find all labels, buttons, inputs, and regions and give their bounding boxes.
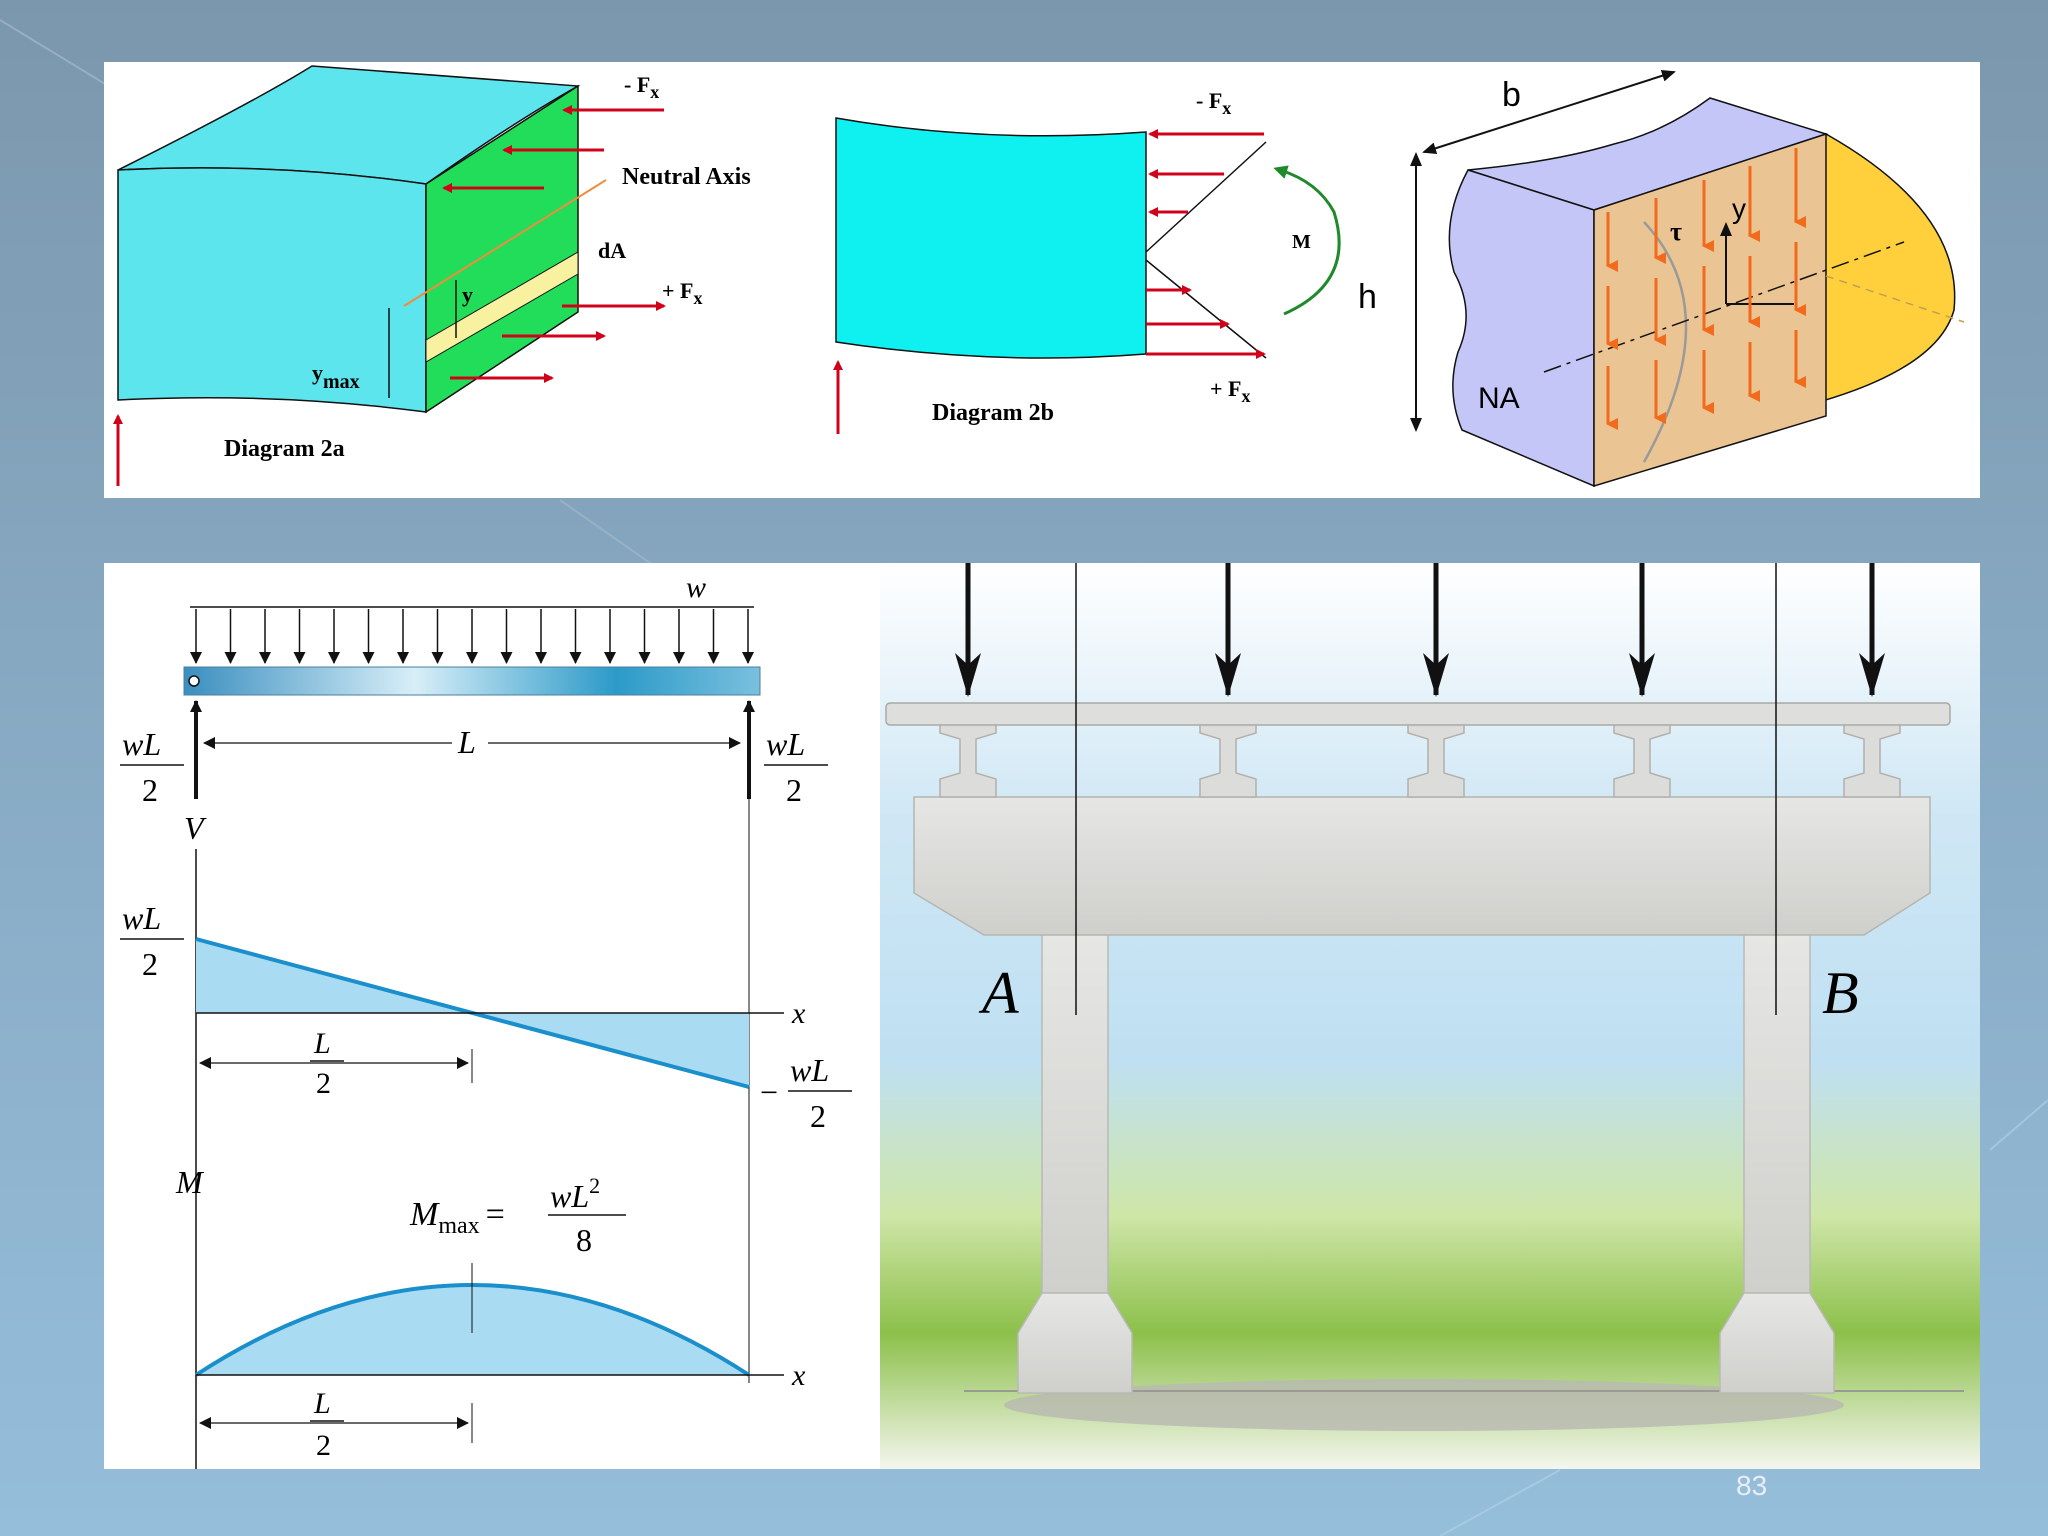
label-two-half-shear: 2 [316, 1067, 331, 1100]
label-two-left: 2 [142, 772, 158, 808]
label-two-v: 2 [142, 946, 158, 982]
pier-a [1017, 932, 1133, 1394]
beam-bridge-figure: w L wL 2 wL 2 V x wL 2 L 2 − [120, 563, 1980, 1469]
distributed-load-arrows [190, 609, 754, 664]
girders [939, 722, 1901, 798]
beam [183, 666, 761, 696]
label-x-shear: x [791, 997, 806, 1030]
beam-bridge-panel: w L wL 2 wL 2 V x wL 2 L 2 − [104, 563, 1980, 1469]
cap-beam [913, 796, 1931, 936]
diagram-2b: - Fx M + Fx Diagram 2b [833, 88, 1341, 434]
label-two-neg: 2 [810, 1098, 826, 1134]
label-w: w [686, 571, 706, 604]
label-h: h [1358, 278, 1377, 316]
shear-arrows [1606, 148, 1806, 430]
pin-support [188, 675, 200, 687]
shear-stress-block: b h NA τ y [1358, 69, 1965, 488]
bridge-illustration: A B [880, 563, 1980, 1469]
label-moment: M [1292, 231, 1311, 253]
label-y-shear: y [1732, 193, 1746, 224]
label-ymax: ymax [312, 360, 360, 393]
label-eight: 8 [576, 1222, 592, 1258]
shear-section-face [1593, 132, 1827, 488]
label-wL-right: wL [766, 726, 805, 762]
label-pos-fx-2b: + Fx [1210, 376, 1250, 406]
label-span-L: L [457, 724, 476, 760]
label-neutral-axis: Neutral Axis [622, 164, 751, 190]
block-2a-front [117, 167, 427, 413]
label-two-right: 2 [786, 772, 802, 808]
label-pos-fx-2a: + Fx [662, 278, 702, 308]
bending-stress-figure: - Fx Neutral Axis dA + Fx y ymax Diagram… [113, 65, 1965, 488]
diagram-2a: - Fx Neutral Axis dA + Fx y ymax Diagram… [113, 65, 751, 486]
label-y-2a: y [462, 282, 473, 307]
label-wL-v: wL [122, 900, 161, 936]
label-na: NA [1478, 382, 1520, 415]
beam-diagram: w L wL 2 wL 2 V x wL 2 L 2 − [120, 571, 852, 1469]
block-2b [835, 117, 1147, 359]
label-L-half-moment: L [313, 1387, 331, 1420]
point-load-arrows [955, 563, 1885, 697]
shear-block-side [1448, 169, 1595, 488]
pier-b [1719, 932, 1835, 1394]
label-L-half-shear: L [313, 1027, 331, 1060]
label-wL-neg: wL [790, 1052, 829, 1088]
label-minus: − [760, 1074, 778, 1110]
strip-dA [425, 251, 579, 363]
caption-diagram-2a: Diagram 2a [224, 436, 345, 462]
label-neg-fx-2a: - Fx [624, 72, 659, 102]
label-support-b: B [1822, 960, 1859, 1026]
page-number: 83 [1736, 1470, 1768, 1501]
label-mmax: Mmax= [409, 1196, 505, 1239]
dim-b [1422, 69, 1676, 155]
label-wL-left: wL [122, 726, 161, 762]
label-support-a: A [978, 960, 1019, 1026]
deck-slab [885, 702, 1951, 726]
neutral-axis-line [403, 179, 607, 307]
label-V: V [184, 810, 207, 846]
label-tau: τ [1670, 217, 1682, 246]
label-two-half-moment: 2 [316, 1429, 331, 1462]
label-x-moment: x [791, 1359, 806, 1392]
bending-stress-panel: - Fx Neutral Axis dA + Fx y ymax Diagram… [104, 62, 1980, 498]
label-neg-fx-2b: - Fx [1196, 88, 1231, 118]
caption-diagram-2b: Diagram 2b [932, 400, 1054, 426]
label-M: M [175, 1164, 205, 1200]
moment-arrow [1273, 165, 1341, 316]
label-b: b [1502, 76, 1521, 114]
label-wL2: wL2 [550, 1173, 600, 1214]
label-dA: dA [598, 238, 626, 263]
